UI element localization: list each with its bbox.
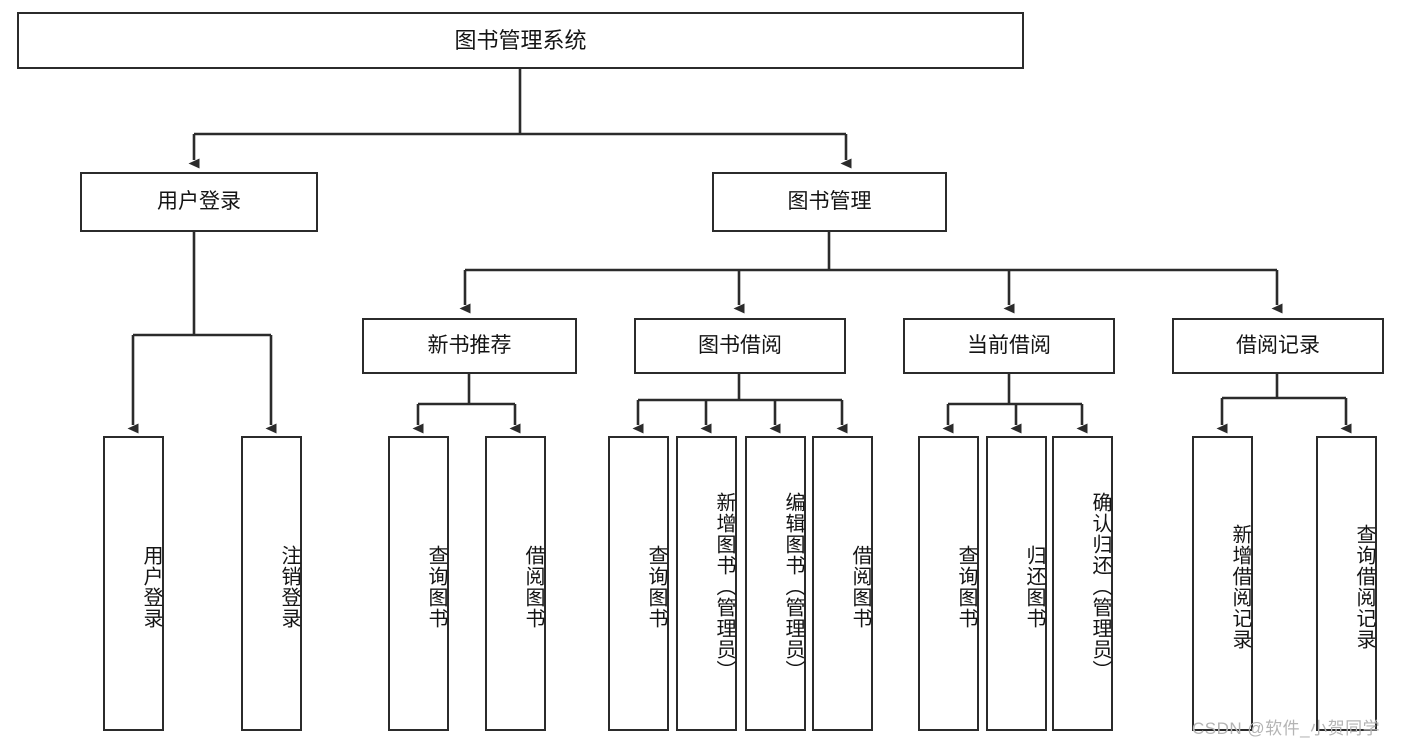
node-leaf-edit-book-label: 编辑图书（管理员） <box>782 492 804 681</box>
node-leaf-query-record[interactable]: 查询借阅记录 <box>1316 436 1377 731</box>
node-leaf-confirm-return[interactable]: 确认归还（管理员） <box>1052 436 1113 731</box>
node-leaf-borrow-book-2[interactable]: 借阅图书 <box>812 436 873 731</box>
node-book-borrow-label: 图书借阅 <box>698 333 782 357</box>
node-current-borrow-label: 当前借阅 <box>967 333 1051 357</box>
node-leaf-return-book[interactable]: 归还图书 <box>986 436 1047 731</box>
node-leaf-query-book-3-label: 查询图书 <box>955 544 977 629</box>
node-leaf-user-login[interactable]: 用户登录 <box>103 436 164 731</box>
node-leaf-return-book-label: 归还图书 <box>1023 544 1045 629</box>
node-new-book-rec-label: 新书推荐 <box>427 333 512 357</box>
node-leaf-borrow-book-2-label: 借阅图书 <box>849 544 871 629</box>
node-leaf-user-login-label: 用户登录 <box>140 544 162 629</box>
node-leaf-logout[interactable]: 注销登录 <box>241 436 302 731</box>
node-leaf-confirm-return-label: 确认归还（管理员） <box>1089 492 1111 681</box>
node-root[interactable]: 图书管理系统 <box>17 12 1024 69</box>
node-borrow-record-label: 借阅记录 <box>1236 333 1320 357</box>
node-leaf-borrow-book-1[interactable]: 借阅图书 <box>485 436 546 731</box>
node-root-label: 图书管理系统 <box>454 27 587 53</box>
node-book-borrow[interactable]: 图书借阅 <box>634 318 846 374</box>
node-leaf-add-record[interactable]: 新增借阅记录 <box>1192 436 1253 731</box>
node-new-book-rec[interactable]: 新书推荐 <box>362 318 577 374</box>
csdn-watermark: CSDN @软件_小贺同学 <box>1192 719 1381 738</box>
node-leaf-edit-book[interactable]: 编辑图书（管理员） <box>745 436 806 731</box>
node-leaf-borrow-book-1-label: 借阅图书 <box>522 544 544 629</box>
node-leaf-query-book-1-label: 查询图书 <box>425 544 447 629</box>
node-leaf-query-book-2-label: 查询图书 <box>645 544 667 629</box>
node-user-login-label: 用户登录 <box>157 189 241 213</box>
node-leaf-add-record-label: 新增借阅记录 <box>1229 523 1251 650</box>
node-user-login[interactable]: 用户登录 <box>80 172 318 232</box>
node-borrow-record[interactable]: 借阅记录 <box>1172 318 1384 374</box>
node-leaf-query-book-2[interactable]: 查询图书 <box>608 436 669 731</box>
node-leaf-logout-label: 注销登录 <box>278 544 300 629</box>
node-book-manage-label: 图书管理 <box>787 189 872 213</box>
node-leaf-add-book[interactable]: 新增图书（管理员） <box>676 436 737 731</box>
node-leaf-query-book-3[interactable]: 查询图书 <box>918 436 979 731</box>
node-leaf-add-book-label: 新增图书（管理员） <box>713 492 735 681</box>
node-book-manage[interactable]: 图书管理 <box>712 172 947 232</box>
node-leaf-query-book-1[interactable]: 查询图书 <box>388 436 449 731</box>
node-current-borrow[interactable]: 当前借阅 <box>903 318 1115 374</box>
node-leaf-query-record-label: 查询借阅记录 <box>1353 523 1375 650</box>
